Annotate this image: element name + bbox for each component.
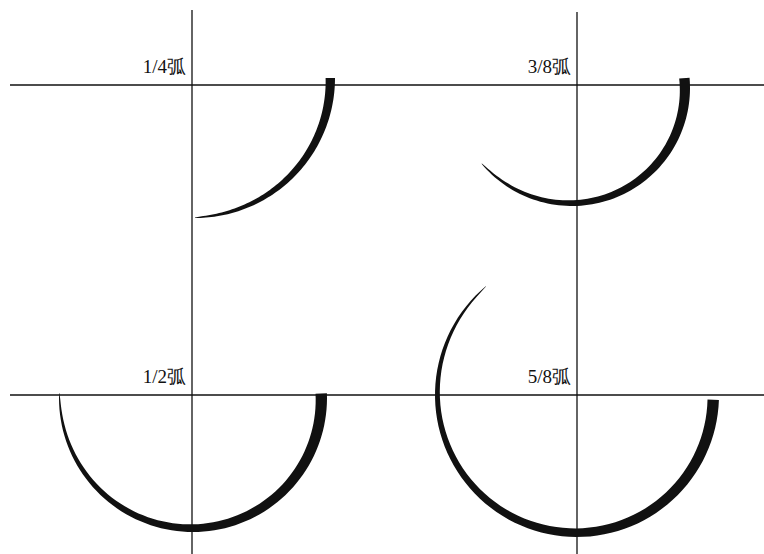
needle-arc bbox=[195, 78, 335, 218]
arc-label: 3/8弧 bbox=[528, 57, 571, 76]
axis-line bbox=[10, 394, 764, 395]
axis-line bbox=[10, 84, 764, 85]
needle-arc bbox=[482, 78, 690, 206]
arc-label: 1/4弧 bbox=[143, 57, 186, 76]
needle-arc bbox=[435, 286, 719, 537]
axis-line bbox=[576, 12, 577, 554]
axis-line bbox=[191, 10, 192, 554]
needle-arc bbox=[59, 393, 327, 532]
arc-label: 1/2弧 bbox=[143, 367, 186, 386]
arc-label: 5/8弧 bbox=[528, 367, 571, 386]
